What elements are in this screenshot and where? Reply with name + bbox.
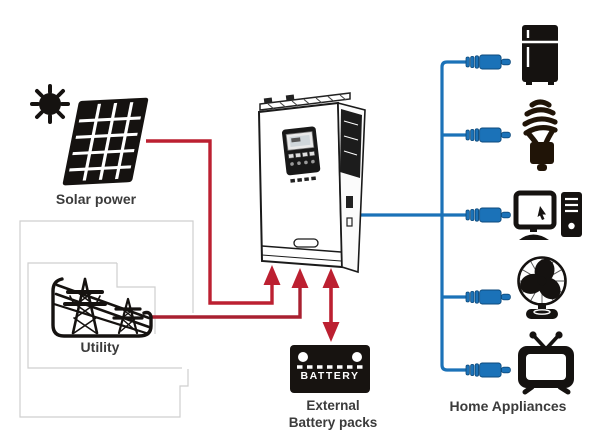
appliance-trunk-line bbox=[440, 60, 468, 372]
arrow-up-icon bbox=[291, 268, 309, 288]
power-plug-icon bbox=[465, 207, 511, 223]
battery-badge-text: BATTERY bbox=[300, 370, 360, 382]
desktop-computer-icon bbox=[513, 190, 582, 240]
solar-to-inverter-line bbox=[146, 139, 281, 305]
utility-to-inverter-line bbox=[151, 268, 309, 319]
power-plug-icon bbox=[465, 289, 511, 305]
external-battery-label: External Battery packs bbox=[278, 397, 388, 431]
refrigerator-icon bbox=[522, 25, 558, 85]
cfl-bulb-icon bbox=[522, 99, 558, 171]
utility-label: Utility bbox=[80, 339, 120, 355]
power-plug-icon bbox=[465, 362, 511, 378]
sun-icon bbox=[30, 84, 70, 124]
television-icon bbox=[518, 331, 574, 395]
faint-background-boxes bbox=[19, 220, 194, 418]
battery-to-inverter-double-arrow bbox=[322, 268, 340, 342]
arrow-up-icon bbox=[322, 268, 340, 288]
utility-towers-icon bbox=[51, 277, 153, 338]
arrow-up-icon bbox=[263, 265, 281, 285]
power-plug-icon bbox=[465, 127, 511, 143]
arrow-down-icon bbox=[322, 322, 340, 342]
external-battery-label-line2: Battery packs bbox=[288, 415, 378, 430]
solar-panel-icon bbox=[62, 97, 149, 186]
battery-icon bbox=[290, 345, 370, 393]
power-plug-icon bbox=[465, 54, 511, 70]
table-fan-icon bbox=[517, 256, 567, 319]
solar-power-label: Solar power bbox=[55, 191, 137, 207]
home-appliances-label: Home Appliances bbox=[449, 398, 567, 414]
external-battery-label-line1: External bbox=[306, 398, 360, 413]
ac-distribution-lines bbox=[360, 60, 468, 372]
inverter-icon bbox=[257, 92, 366, 274]
